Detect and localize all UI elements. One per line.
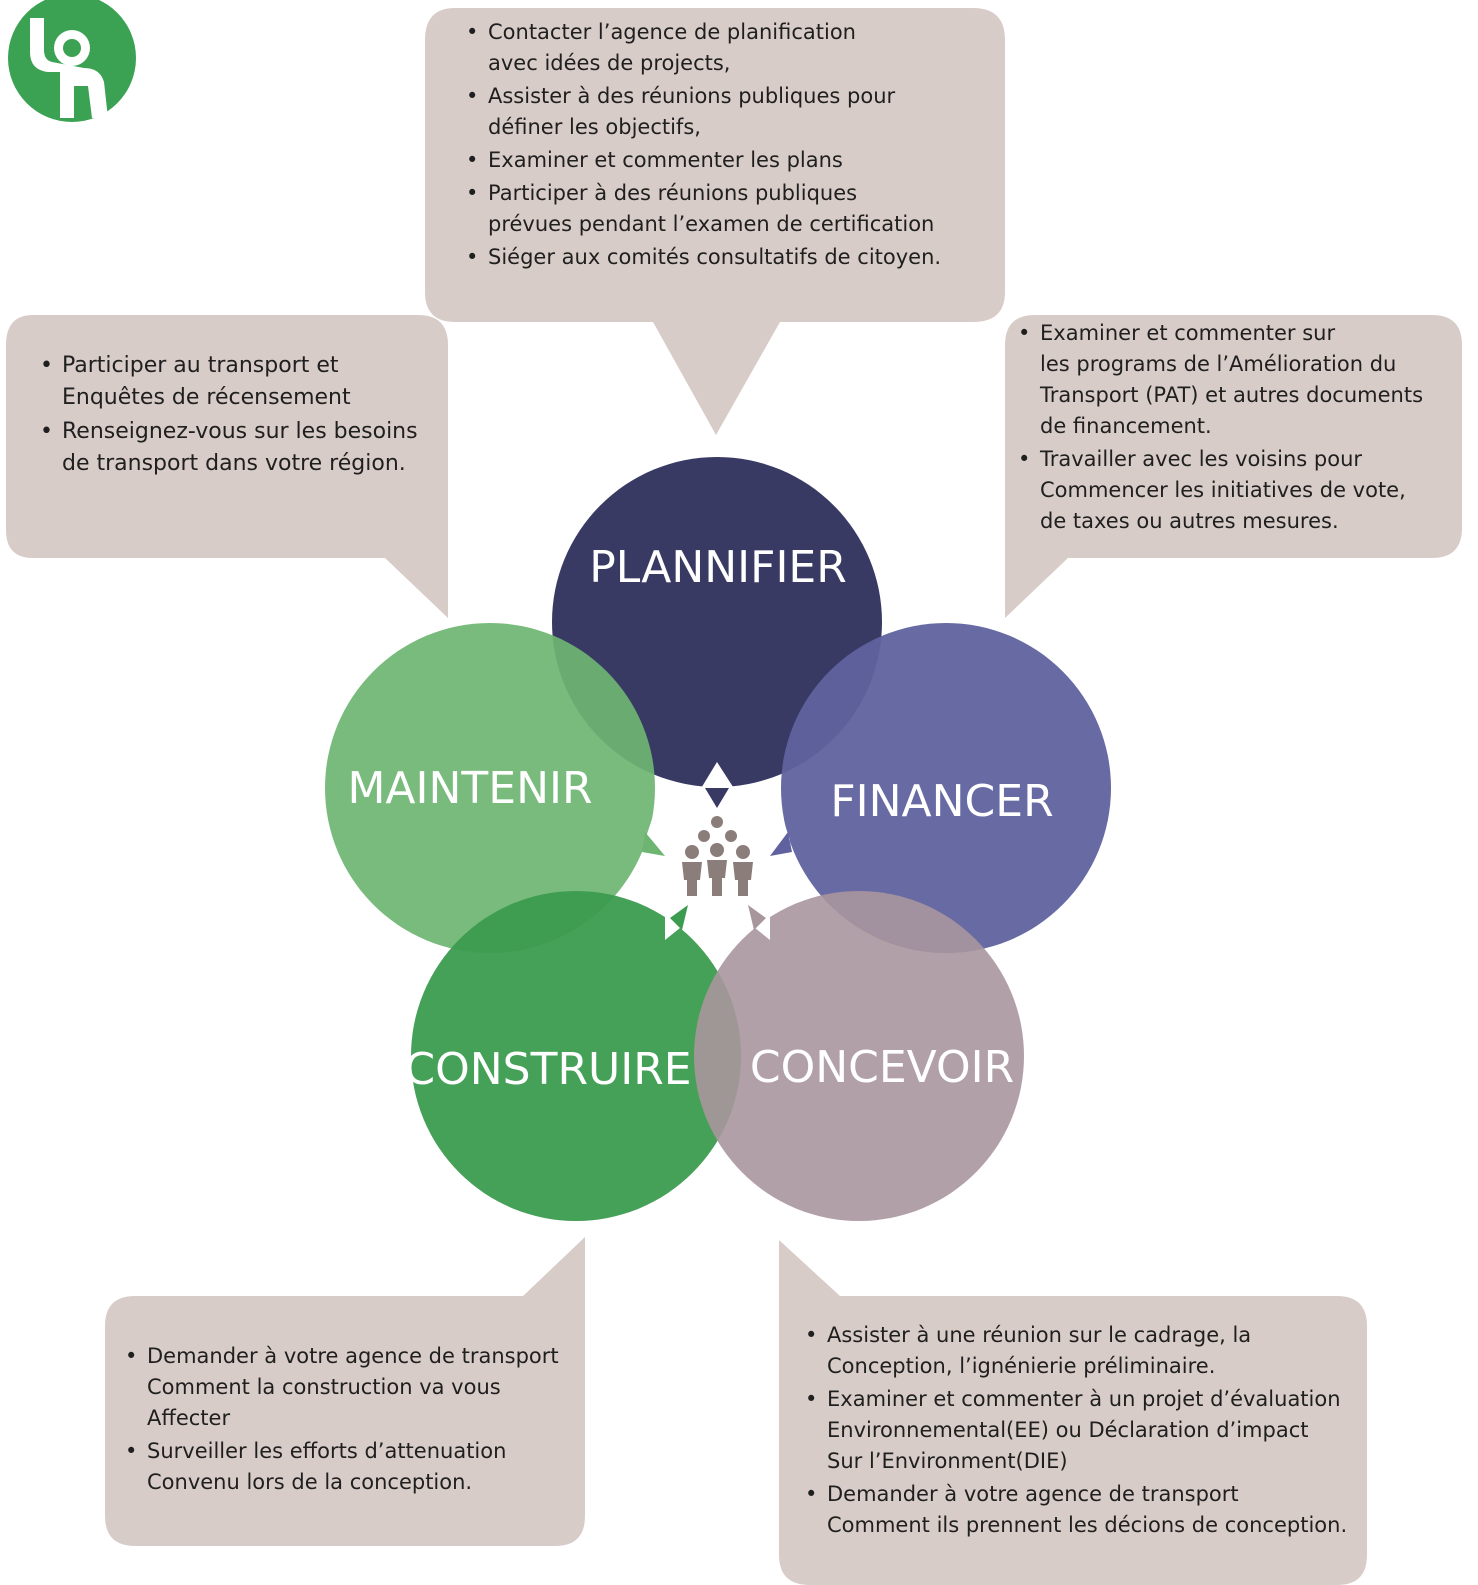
callout-line: Demander à votre agence de transport [147, 1344, 559, 1368]
callout-plannifier-item: • Assister à des réunions publiques pour d… [466, 86, 996, 138]
circle-construire [411, 891, 741, 1221]
bullet-icon: • [805, 1482, 818, 1506]
callout-line: Enquêtes de récensement [62, 385, 351, 410]
callout-line: Travailler avec les voisins pour [1040, 447, 1363, 471]
callout-line: Contacter l’agence de planification [488, 20, 856, 44]
callout-line: Examiner et commenter sur [1040, 321, 1336, 345]
callout-line: Commencer les initiatives de vote, [1040, 478, 1406, 502]
bullet-icon: • [40, 353, 53, 378]
callout-maintenir-item: • Renseignez-vous sur les besoins de trans… [40, 421, 440, 475]
callout-concevoir-bubble [779, 1240, 1367, 1585]
bullet-icon: • [40, 419, 53, 444]
label-maintenir: MAINTENIR [347, 763, 592, 814]
bullet-icon: • [805, 1323, 818, 1347]
callout-financer-item: • Examiner et commenter sur les programs d… [1018, 323, 1458, 437]
label-concevoir: CONCEVOIR [750, 1042, 1014, 1093]
raised-hand-person-icon [8, 0, 136, 122]
label-plannifier: PLANNIFIER [589, 542, 847, 593]
circle-plannifier [552, 457, 882, 787]
callout-line: Assister à une réunion sur le cadrage, l… [827, 1323, 1252, 1347]
bullet-icon: • [1018, 321, 1031, 345]
callout-financer-text: • Examiner et commenter sur les programs d… [1018, 323, 1458, 544]
bullet-icon: • [466, 181, 479, 205]
callout-concevoir-item: • Examiner et commenter à un projet d’éva… [805, 1389, 1365, 1472]
callout-shapes [6, 8, 1462, 1585]
callout-plannifier-item: • Contacter l’agence de planification avec… [466, 22, 996, 74]
bullet-icon: • [125, 1344, 138, 1368]
bullet-icon: • [1018, 447, 1031, 471]
callout-concevoir-item: • Assister à une réunion sur le cadrage, … [805, 1325, 1365, 1377]
callout-line: prévues pendant l’examen de certificatio… [488, 212, 935, 236]
bullet-icon: • [466, 84, 479, 108]
bullet-icon: • [466, 148, 479, 172]
callout-construire-bubble [105, 1237, 585, 1546]
callout-maintenir-text: • Participer au transport et Enquêtes de r… [40, 355, 440, 487]
circle-financer [781, 623, 1111, 953]
callout-concevoir-text: • Assister à une réunion sur le cadrage, … [805, 1325, 1365, 1548]
bullet-icon: • [466, 20, 479, 44]
callout-line: Comment la construction va vous [147, 1375, 501, 1399]
callout-line: Convenu lors de la conception. [147, 1470, 473, 1494]
callout-line: Renseignez-vous sur les besoins [62, 419, 418, 444]
callout-plannifier-item: • Siéger aux comités consultatifs de cito… [466, 247, 996, 268]
callout-maintenir-bubble [6, 315, 448, 618]
callout-line: Sur l’Environment(DIE) [827, 1449, 1068, 1473]
callout-line: Assister à des réunions publiques pour [488, 84, 896, 108]
callout-maintenir-item: • Participer au transport et Enquêtes de r… [40, 355, 440, 409]
callout-financer-bubble [1005, 315, 1462, 618]
callout-plannifier-bubble [425, 8, 1005, 435]
callout-line: Siéger aux comités consultatifs de citoy… [488, 245, 942, 269]
group-of-people-icon [682, 816, 753, 896]
callout-line: Affecter [147, 1406, 231, 1430]
callout-line: Transport (PAT) et autres documents [1040, 383, 1424, 407]
callout-plannifier-text: • Contacter l’agence de planification avec… [466, 22, 996, 280]
callout-line: Participer au transport et [62, 353, 339, 378]
callout-line: Environnemental(EE) ou Déclaration d’imp… [827, 1418, 1309, 1442]
callout-line: Surveiller les efforts d’attenuation [147, 1439, 507, 1463]
circle-concevoir [694, 891, 1024, 1221]
callout-line: Comment ils prennent les décions de conc… [827, 1513, 1348, 1537]
callout-line: Participer à des réunions publiques [488, 181, 858, 205]
bullet-icon: • [805, 1387, 818, 1411]
callout-line: de transport dans votre région. [62, 451, 406, 476]
callout-plannifier-item: • Examiner et commenter les plans [466, 150, 996, 171]
callout-plannifier-item: • Participer à des réunions publiques prév… [466, 183, 996, 235]
label-financer: FINANCER [830, 776, 1053, 827]
callout-line: de financement. [1040, 414, 1212, 438]
callout-line: de taxes ou autres mesures. [1040, 509, 1339, 533]
callout-line: avec idées de projects, [488, 51, 731, 75]
callout-line: Examiner et commenter les plans [488, 148, 843, 172]
circle-maintenir [325, 623, 655, 953]
bullet-icon: • [125, 1439, 138, 1463]
bullet-icon: • [466, 245, 479, 269]
callout-line: les programs de l’Amélioration du [1040, 352, 1397, 376]
callout-line: définer les objectifs, [488, 115, 701, 139]
callout-line: Conception, l’ignénierie préliminaire. [827, 1354, 1216, 1378]
callout-line: Demander à votre agence de transport [827, 1482, 1239, 1506]
label-construire: CONSTRUIRE [404, 1044, 691, 1095]
callout-line: Examiner et commenter à un projet d’éval… [827, 1387, 1341, 1411]
